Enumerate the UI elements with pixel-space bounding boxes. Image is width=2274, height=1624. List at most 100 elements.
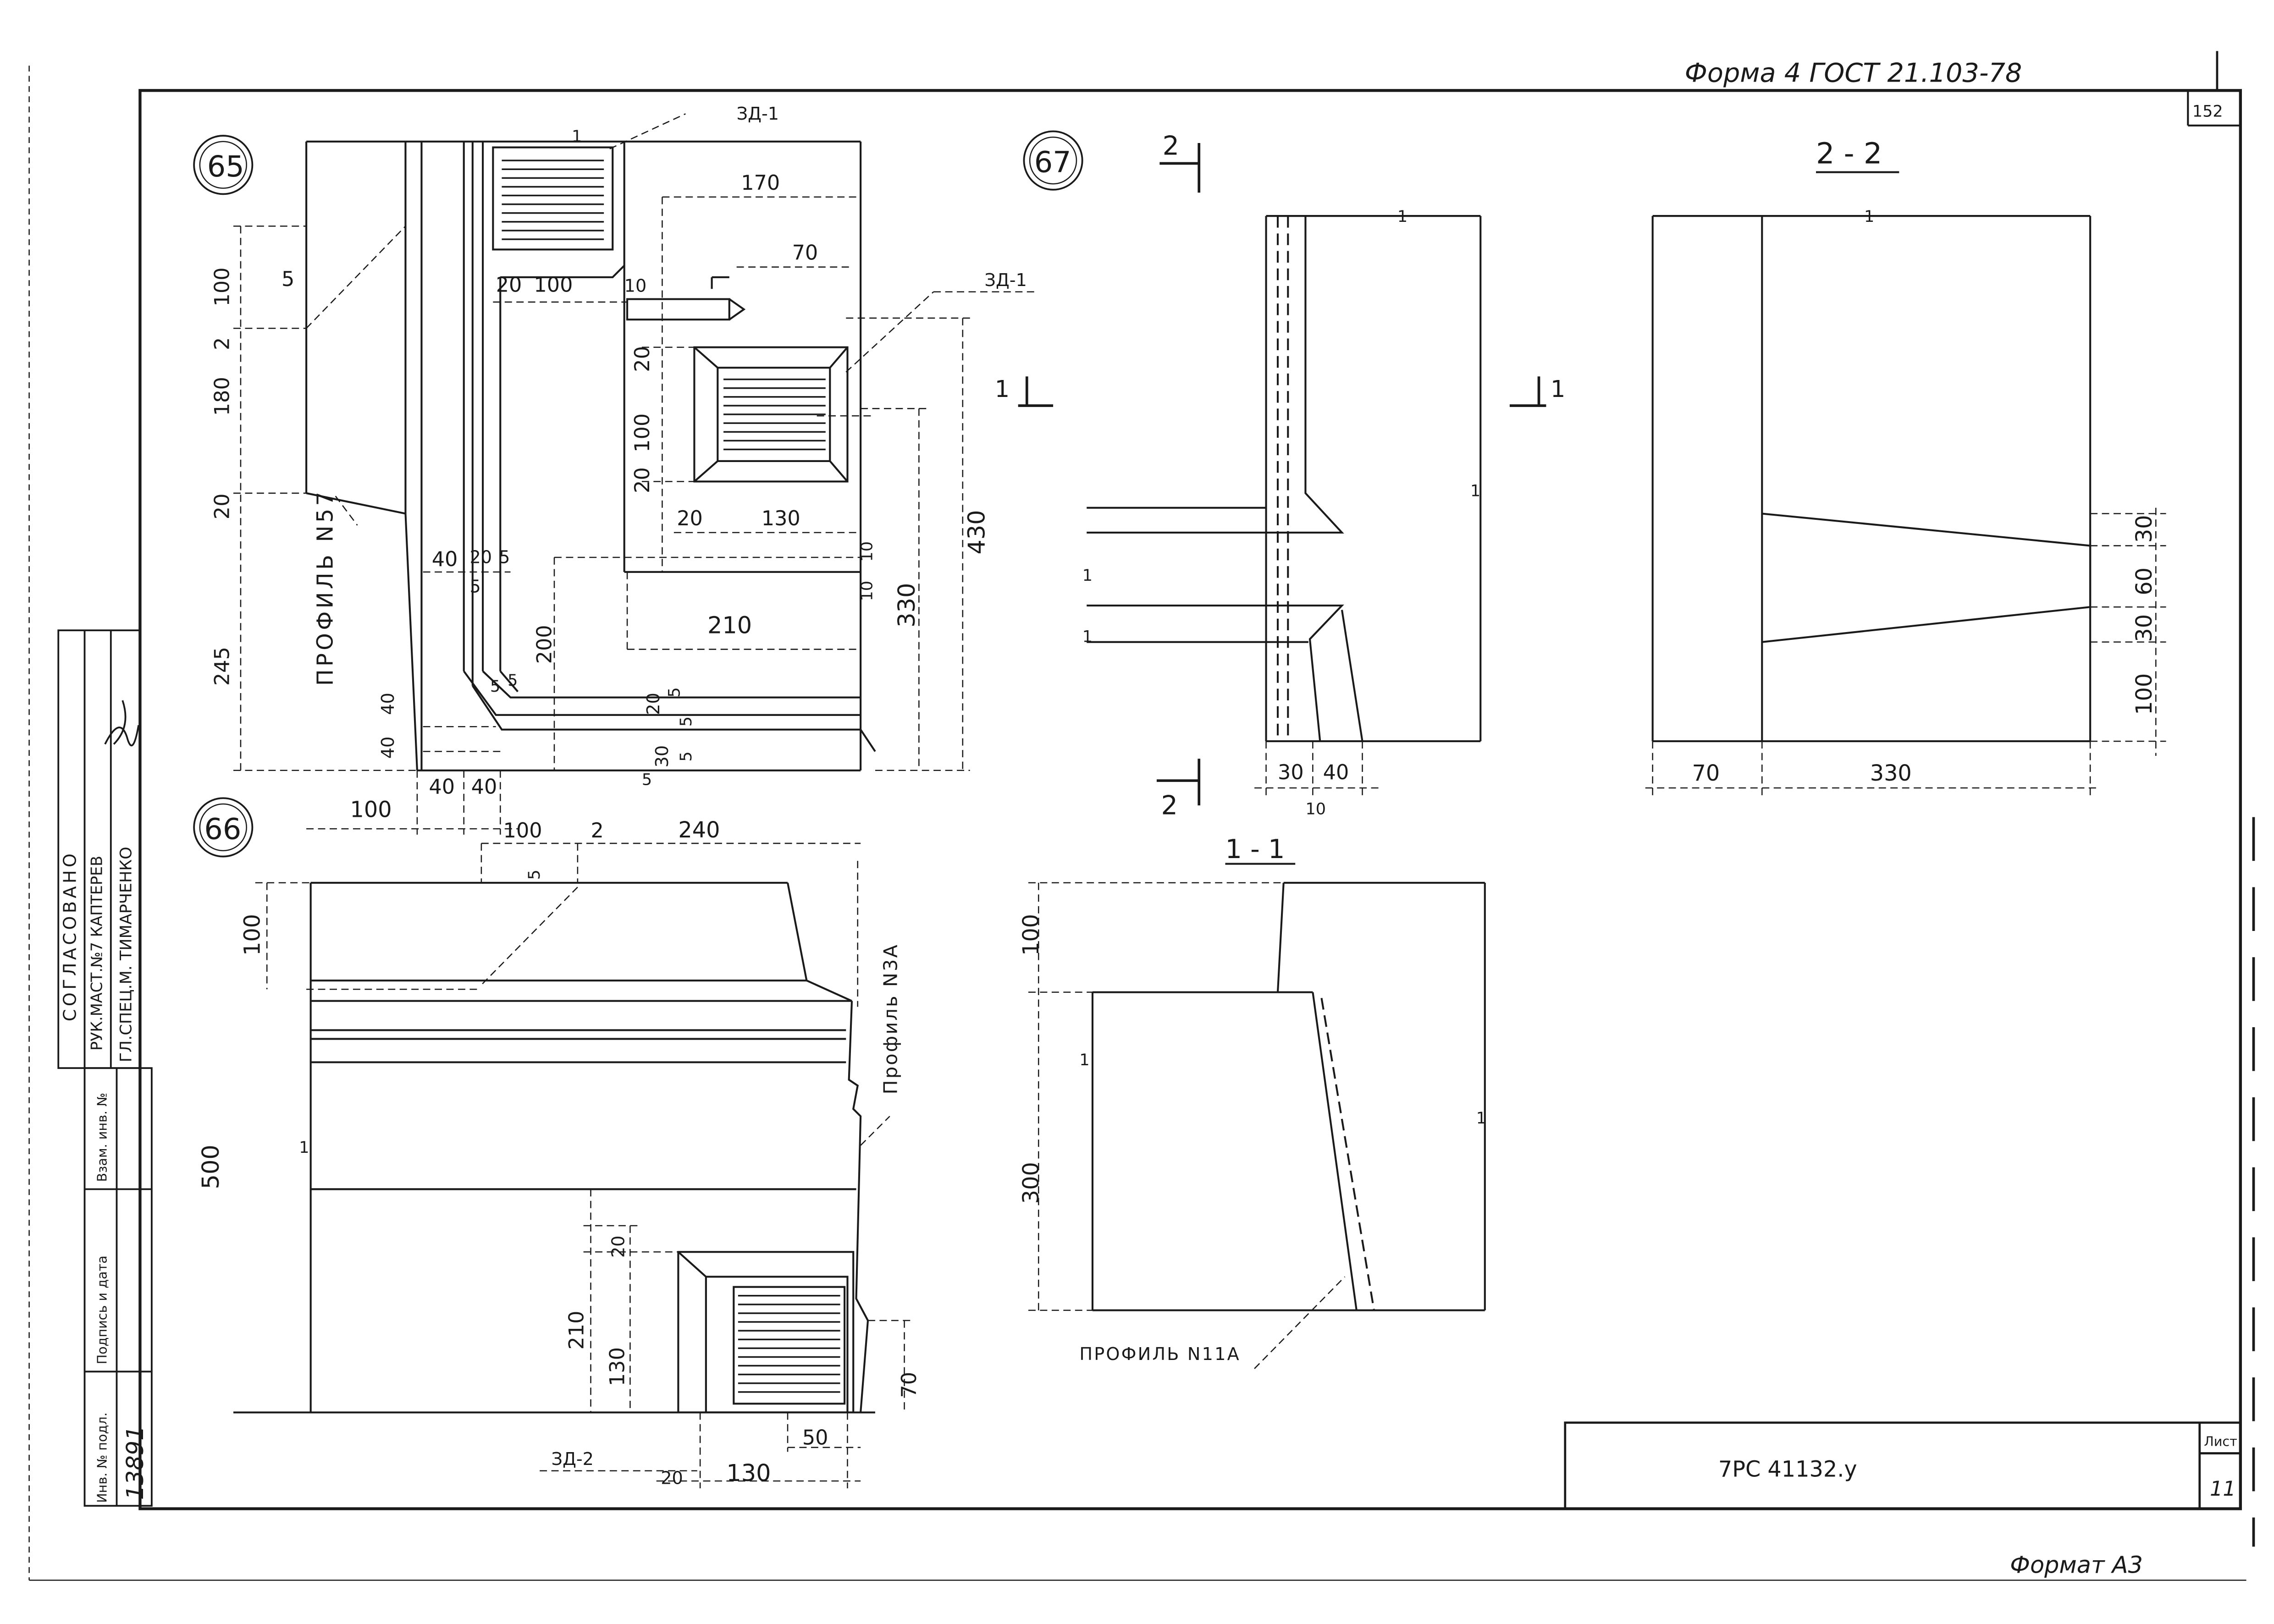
svg-text:100: 100 (210, 267, 234, 306)
approval-heading: СОГЛАСОВАНО (60, 851, 80, 1022)
svg-text:130: 130 (762, 506, 800, 530)
sec11-dimlines (1028, 882, 1346, 1369)
fig66-number: 66 (204, 812, 241, 846)
svg-text:300: 300 (1019, 1162, 1044, 1204)
title-block (1564, 1421, 2242, 1510)
svg-text:2: 2 (210, 337, 234, 350)
fig65-profile: ПРОФИЛЬ N57 (313, 489, 338, 686)
svg-text:30: 30 (2132, 614, 2157, 642)
stamp-sign-date: Подпись и дата (94, 1255, 110, 1364)
svg-text:40: 40 (429, 775, 455, 799)
sec11-dims: 100 300 (1019, 914, 1044, 1204)
svg-text:40: 40 (378, 693, 398, 715)
corner-number: 152 (2192, 103, 2223, 121)
svg-text:40: 40 (1323, 760, 1349, 784)
fig67-cutmarks (1018, 143, 1546, 806)
fig67-circle (1023, 130, 1083, 191)
fig67-number: 67 (1034, 146, 1071, 180)
svg-text:20: 20 (496, 273, 522, 297)
svg-text:30: 30 (1278, 760, 1304, 784)
svg-text:1: 1 (1079, 1051, 1089, 1069)
svg-text:200: 200 (533, 625, 557, 664)
svg-text:100: 100 (630, 413, 654, 452)
svg-text:60: 60 (2132, 567, 2157, 595)
svg-text:5: 5 (677, 751, 695, 761)
svg-text:10: 10 (858, 581, 877, 601)
approval-signature (104, 700, 140, 747)
stamp-inv-podl: Инв. № подл. (94, 1412, 110, 1503)
svg-text:20: 20 (677, 506, 703, 530)
svg-text:170: 170 (741, 171, 780, 195)
fig66-dimlines (255, 842, 912, 1488)
svg-text:5: 5 (281, 267, 294, 291)
fig67-outline (1087, 215, 1482, 743)
break-marks: 1 1 1 1 1 1 1 1 1 (299, 127, 1874, 1157)
svg-text:70: 70 (792, 241, 818, 265)
stamp-inv-value: 13891 (122, 1426, 149, 1500)
inner-frame (138, 89, 2242, 1510)
svg-text:1: 1 (299, 1139, 309, 1157)
svg-text:5: 5 (677, 716, 695, 727)
svg-text:1: 1 (1082, 628, 1093, 646)
fig67-cut1-right: 1 (1551, 376, 1565, 403)
svg-text:100: 100 (1019, 914, 1044, 956)
svg-text:130: 130 (606, 1347, 629, 1386)
svg-text:70: 70 (1692, 761, 1720, 786)
fig66-circle (193, 797, 254, 858)
svg-text:100: 100 (534, 273, 573, 297)
fig65-circle (193, 135, 254, 195)
sheet-label: Лист (2204, 1434, 2237, 1449)
sec11-profile: ПРОФИЛЬ N11А (1079, 1344, 1241, 1365)
svg-text:1: 1 (1082, 567, 1093, 585)
fig65-dims: 170 70 20 100 10 5 100 2 180 20 245 20 1… (210, 171, 991, 823)
sec22-title: 2 - 2 (1816, 137, 1882, 171)
svg-text:10: 10 (1305, 800, 1326, 818)
sec11-outline (1091, 881, 1486, 1311)
svg-text:30: 30 (2132, 515, 2157, 543)
svg-text:5: 5 (490, 677, 500, 696)
svg-text:100: 100 (240, 914, 265, 956)
svg-text:50: 50 (802, 1426, 828, 1449)
fig65-outline (305, 140, 876, 771)
svg-text:5: 5 (499, 548, 510, 568)
svg-text:10: 10 (858, 541, 877, 562)
svg-text:245: 245 (210, 647, 234, 686)
svg-text:40: 40 (378, 737, 398, 759)
svg-text:5: 5 (642, 771, 652, 789)
sec22-dimlines (1645, 507, 2166, 800)
approval-line1: РУК.МАСТ.№7 КАПТЕРЕВ (88, 856, 106, 1051)
svg-text:20: 20 (609, 1235, 629, 1258)
svg-text:5: 5 (469, 577, 480, 597)
svg-text:130: 130 (726, 1460, 771, 1487)
fig66-dims: 100 2 240 5 100 500 20 210 130 70 50 20 … (198, 818, 921, 1488)
svg-text:430: 430 (964, 510, 991, 554)
svg-text:20: 20 (661, 1468, 683, 1488)
fig67-cut2-top: 2 (1163, 130, 1179, 161)
svg-text:20: 20 (630, 346, 654, 372)
fig65-dimlines (233, 113, 1036, 835)
svg-text:330: 330 (894, 583, 921, 628)
sheet-number: 11 (2210, 1477, 2236, 1501)
fig67-dimlines (1254, 741, 1379, 800)
fig66-profile: Профиль N3A (880, 943, 902, 1095)
fig67-cut1-left: 1 (995, 376, 1010, 403)
form-note: Форма 4 ГОСТ 21.103-78 (1685, 57, 2022, 88)
svg-text:5: 5 (508, 672, 518, 690)
svg-text:240: 240 (678, 818, 720, 843)
fig66-outline (233, 881, 875, 1414)
svg-text:330: 330 (1870, 761, 1912, 786)
sec22-outline (1651, 215, 2092, 743)
sec11-title: 1 - 1 (1225, 834, 1285, 864)
fig65-hatch (502, 160, 826, 451)
fig65-embed-right: ЗД-1 (985, 270, 1027, 291)
svg-text:1: 1 (1476, 1109, 1486, 1128)
svg-text:20: 20 (630, 467, 654, 493)
svg-text:500: 500 (198, 1145, 225, 1189)
svg-text:10: 10 (624, 276, 647, 297)
fig65-embed-top: ЗД-1 (737, 104, 779, 124)
svg-text:20: 20 (644, 693, 664, 715)
svg-text:70: 70 (897, 1372, 921, 1398)
svg-text:210: 210 (565, 1310, 589, 1349)
svg-text:5: 5 (666, 687, 684, 697)
